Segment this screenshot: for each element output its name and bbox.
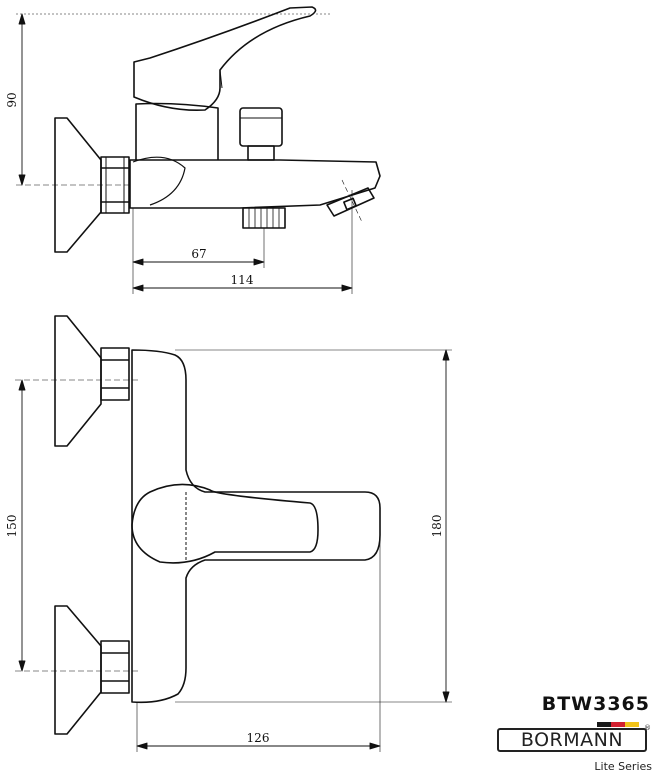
front-view: [54, 315, 381, 735]
side-lever-handle: [133, 6, 317, 112]
dim-label-total-depth: 114: [231, 273, 254, 287]
front-wall-flange-top: [54, 315, 102, 447]
side-diverter-knob: [239, 107, 283, 147]
side-spout-tip: [326, 187, 375, 217]
flag-stripe-black: [597, 722, 611, 727]
dim-label-inlet-spacing: 150: [5, 515, 19, 538]
front-dimensions: [15, 349, 452, 752]
registered-mark-icon: ®: [644, 724, 651, 732]
brand-name: BORMANN: [497, 728, 647, 752]
side-body: [129, 159, 381, 209]
side-dimensions: [16, 13, 363, 294]
flag-stripe-gold: [625, 722, 639, 727]
flag-stripe-red: [611, 722, 625, 727]
dim-label-outlet-offset: 67: [191, 247, 206, 261]
model-number: BTW3365: [541, 693, 650, 715]
side-view: [54, 6, 381, 253]
dim-label-side-height: 90: [5, 92, 19, 107]
front-wall-flange-bottom: [54, 605, 102, 735]
front-lever-handle: [131, 483, 319, 564]
side-cartridge-housing: [135, 102, 219, 160]
product-series: Lite Series: [594, 760, 652, 773]
front-hex-nut-top: [100, 347, 130, 401]
dim-label-front-depth: 126: [247, 731, 270, 745]
front-hex-nut-bottom: [100, 640, 130, 694]
front-body: [131, 349, 381, 704]
brand-logo: BORMANN ®: [497, 722, 651, 758]
dim-label-front-height: 180: [430, 515, 444, 538]
